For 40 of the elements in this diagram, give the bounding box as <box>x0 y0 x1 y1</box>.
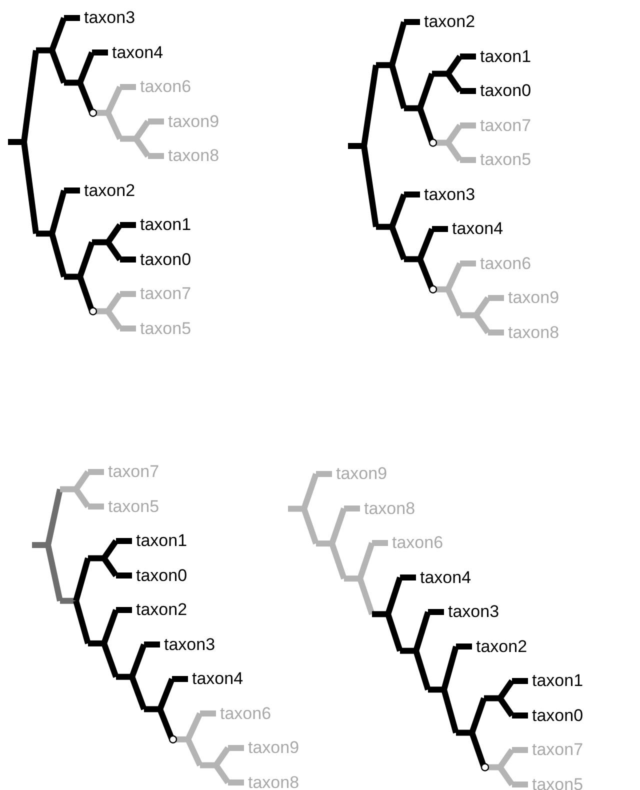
taxon-label: taxon6 <box>220 704 272 724</box>
taxon-label: taxon6 <box>480 254 532 274</box>
taxon-label: taxon7 <box>108 462 160 482</box>
taxon-label: taxon1 <box>480 46 532 66</box>
taxon-label: taxon4 <box>452 219 504 239</box>
taxon-label: taxon2 <box>476 636 528 656</box>
taxon-label: taxon0 <box>532 706 584 726</box>
taxon-label: taxon2 <box>136 600 188 620</box>
taxon-label: taxon9 <box>508 288 560 308</box>
taxon-label: taxon2 <box>424 12 476 32</box>
taxon-label: taxon8 <box>168 146 220 166</box>
taxon-label: taxon8 <box>364 498 416 518</box>
taxon-label: taxon4 <box>420 568 472 588</box>
taxon-label: taxon0 <box>136 566 188 586</box>
taxon-label: taxon4 <box>112 42 164 62</box>
taxon-label: taxon9 <box>336 464 388 484</box>
taxon-label: taxon8 <box>508 322 560 342</box>
taxon-label: taxon5 <box>480 150 532 170</box>
taxon-label: taxon1 <box>532 671 584 691</box>
taxon-label: taxon1 <box>140 215 192 235</box>
taxon-label: taxon9 <box>248 738 300 758</box>
taxon-label: taxon7 <box>140 284 192 304</box>
taxon-label: taxon9 <box>168 112 220 132</box>
taxon-label: taxon3 <box>448 602 500 622</box>
taxon-label: taxon5 <box>532 774 584 790</box>
taxon-label: taxon0 <box>140 250 192 270</box>
taxon-label: taxon4 <box>192 669 244 689</box>
taxon-label: taxon3 <box>424 184 476 204</box>
taxon-label: taxon0 <box>480 81 532 101</box>
taxon-label: taxon2 <box>84 180 136 200</box>
taxon-label: taxon7 <box>480 116 532 136</box>
taxon-label: taxon6 <box>392 533 444 553</box>
taxon-label: taxon3 <box>84 8 136 28</box>
taxon-label: taxon7 <box>532 740 584 760</box>
taxon-label: taxon1 <box>136 531 188 551</box>
taxon-label: taxon5 <box>140 318 192 338</box>
taxon-label: taxon6 <box>140 77 192 97</box>
taxon-label: taxon8 <box>248 772 300 790</box>
taxon-label: taxon5 <box>108 496 160 516</box>
taxon-label: taxon3 <box>164 634 216 654</box>
